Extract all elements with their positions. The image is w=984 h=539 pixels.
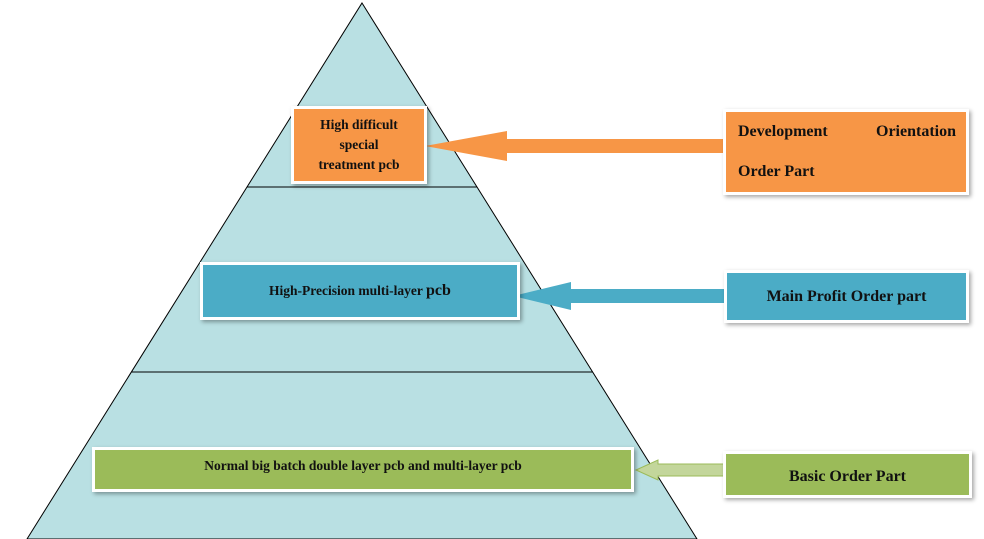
tier-middle-text: High-Precision multi-layer — [269, 283, 427, 298]
tier-bottom-box: Normal big batch double layer pcb and mu… — [92, 447, 634, 492]
tier-middle-text-large: pcb — [426, 282, 451, 299]
top-arrow — [425, 131, 724, 161]
label-middle-box: Main Profit Order part — [724, 270, 969, 323]
label-middle-text: Main Profit Order part — [766, 287, 927, 305]
tier-bottom-text: Normal big batch double layer pcb and mu… — [204, 458, 522, 473]
tier-middle-box: High-Precision multi-layer pcb — [200, 262, 520, 320]
tier-top-line3: treatment pcb — [318, 157, 400, 172]
label-bottom-text: Basic Order Part — [788, 468, 906, 485]
tier-top-line1: High difficult — [320, 117, 398, 132]
bottom-arrow — [634, 459, 725, 481]
label-bottom-box: Basic Order Part — [723, 451, 972, 498]
label-top-box: Development Orientation Order Part — [723, 109, 969, 195]
tier-top-line2: special — [339, 137, 379, 152]
label-top-line1: Development Orientation — [738, 123, 956, 140]
tier-top-box: High difficult special treatment pcb — [291, 106, 427, 184]
label-top-line2: Order Part — [738, 163, 815, 180]
middle-arrow — [513, 282, 724, 310]
